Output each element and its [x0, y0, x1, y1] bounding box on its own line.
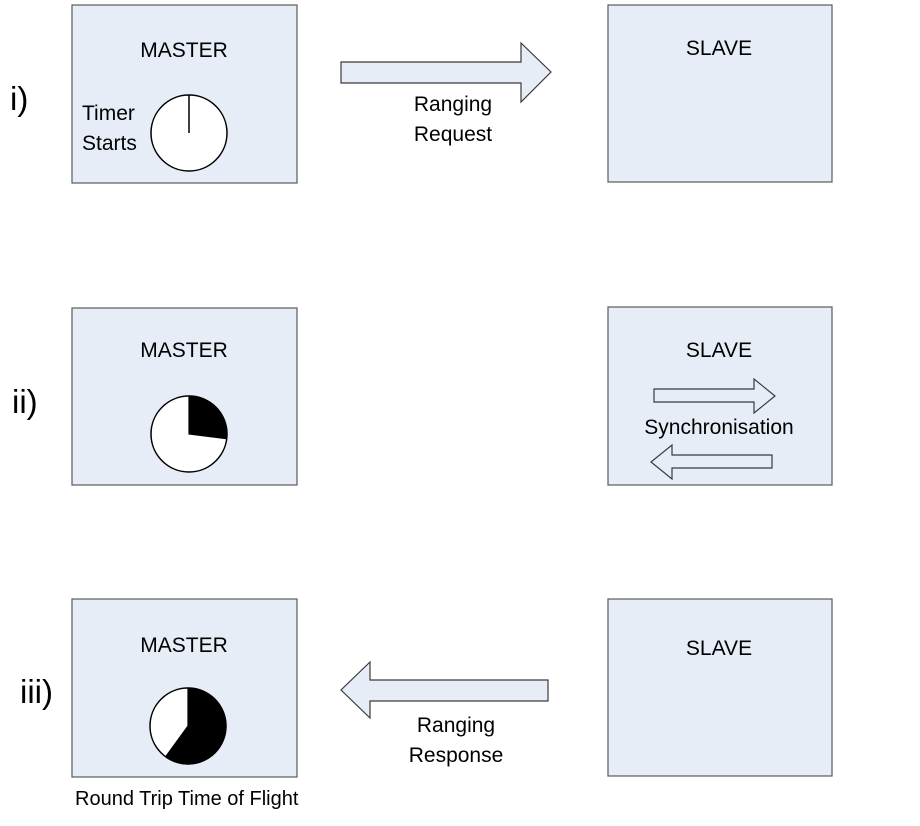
stage-2: ii) MASTER SLAVE Synchronisation: [12, 306, 833, 486]
response-arrow: [340, 660, 549, 720]
timer-clock-1: [150, 94, 228, 172]
timer-clock-2: [150, 395, 228, 473]
request-label-line-2: Request: [414, 123, 492, 146]
slave-title-1: SLAVE: [686, 37, 752, 60]
timer-note-line-2: Starts: [82, 132, 137, 155]
timer-note-line-1: Timer: [82, 102, 135, 125]
stage-3-marker: iii): [20, 673, 53, 710]
response-label-line-2: Response: [409, 744, 504, 767]
stage-2-marker: ii): [12, 383, 38, 420]
sync-label: Synchronisation: [644, 416, 793, 439]
clock-elapsed-wedge: [188, 395, 228, 440]
master-title-2: MASTER: [140, 339, 228, 362]
sync-arrow-right: [653, 377, 776, 415]
sync-arrow-left: [650, 443, 773, 481]
master-title-3: MASTER: [140, 634, 228, 657]
slave-title-2: SLAVE: [686, 339, 752, 362]
response-label-line-1: Ranging: [417, 714, 495, 737]
slave-box-3: [607, 598, 833, 777]
request-label-line-1: Ranging: [414, 93, 492, 116]
stage-3: iii) MASTER Ranging Response SLAVE Round…: [20, 598, 833, 810]
slave-title-3: SLAVE: [686, 637, 752, 660]
stage-1-marker: i): [10, 80, 28, 117]
clock-elapsed-wedge: [164, 687, 227, 765]
slave-box-1: [607, 4, 833, 183]
rtt-caption: Round Trip Time of Flight: [75, 788, 299, 810]
stage-1: i) MASTER Timer Starts Ranging Request S…: [10, 4, 833, 184]
request-arrow: [340, 41, 552, 104]
timer-clock-3: [149, 687, 227, 765]
master-title-1: MASTER: [140, 39, 228, 62]
